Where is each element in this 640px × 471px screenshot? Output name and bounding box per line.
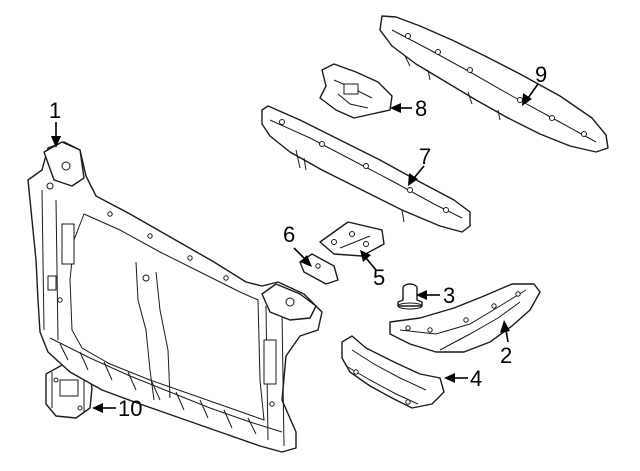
part-5-plate	[319, 221, 385, 257]
leader-lines	[51, 83, 539, 413]
callout-1: 1	[49, 98, 62, 123]
callout-10: 10	[118, 396, 143, 421]
part-7-tie-bar	[261, 105, 471, 233]
callout-3: 3	[443, 283, 456, 308]
callout-4: 4	[470, 366, 483, 391]
callout-2: 2	[500, 343, 513, 368]
callout-9: 9	[535, 62, 548, 87]
callout-5: 5	[373, 265, 386, 290]
callout-8: 8	[415, 96, 428, 121]
callout-6: 6	[283, 222, 296, 247]
part-2-deflector	[389, 283, 541, 353]
part-4-duct	[341, 335, 445, 409]
part-9-upper-cover	[379, 15, 609, 153]
part-3-clip	[397, 283, 423, 310]
part-1-radiator-support	[27, 141, 323, 453]
callout-7: 7	[419, 144, 432, 169]
part-8-bracket	[319, 63, 393, 119]
